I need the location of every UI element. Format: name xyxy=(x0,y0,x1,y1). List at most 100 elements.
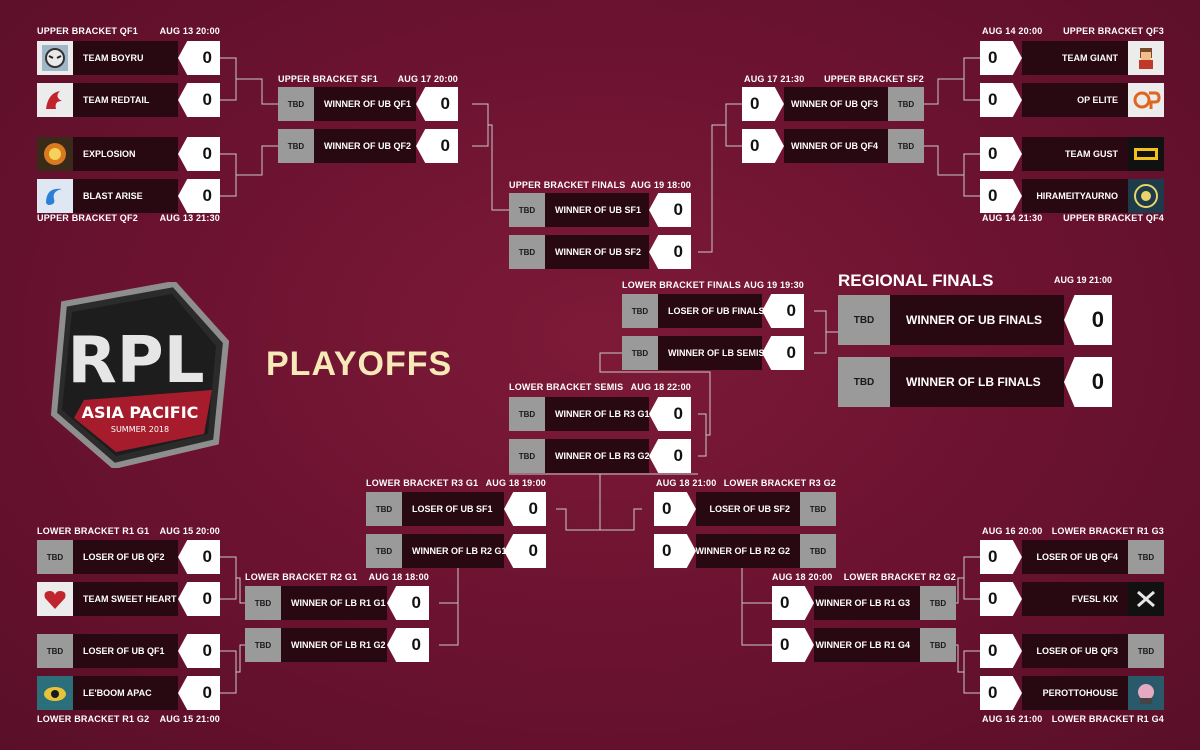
match-row-winner-lb-finals[interactable]: TBD WINNER OF LB FINALS 0 xyxy=(838,357,1112,407)
team-score: 0 xyxy=(178,137,220,171)
team-score: 0 xyxy=(504,492,546,526)
team-score: 0 xyxy=(387,586,429,620)
team-name: WINNER OF UB SF2 xyxy=(545,235,649,269)
team-score: 0 xyxy=(504,534,546,568)
team-score: 0 xyxy=(772,628,814,662)
team-score: 0 xyxy=(649,193,691,227)
match-row-blast-arise[interactable]: BLAST ARISE 0 xyxy=(37,179,220,213)
tbd-badge: TBD xyxy=(509,397,545,431)
team-logo xyxy=(1128,179,1164,213)
team-score: 0 xyxy=(980,83,1022,117)
match-row-team-giant[interactable]: TEAM GIANT 0 xyxy=(980,41,1164,75)
match-row-team-sweet-heart[interactable]: TEAM SWEET HEART 0 xyxy=(37,582,220,616)
match-row-winner-ub-finals[interactable]: TBD WINNER OF UB FINALS 0 xyxy=(838,295,1112,345)
team-logo xyxy=(1128,83,1164,117)
team-score: 0 xyxy=(178,83,220,117)
team-score: 0 xyxy=(178,676,220,710)
tbd-badge: TBD xyxy=(509,235,545,269)
team-name: TEAM REDTAIL xyxy=(73,83,178,117)
match-row-team-boyru[interactable]: TEAM BOYRU 0 xyxy=(37,41,220,75)
tbd-badge: TBD xyxy=(888,87,924,121)
tbd-badge: TBD xyxy=(278,87,314,121)
wave-logo-icon xyxy=(46,188,62,205)
team-score: 0 xyxy=(980,582,1022,616)
match-row-team-gust[interactable]: TEAM GUST 0 xyxy=(980,137,1164,171)
match-row-winner-ub-qf3[interactable]: TBD WINNER OF UB QF3 0 xyxy=(742,87,924,121)
team-name: WINNER OF UB QF2 xyxy=(314,129,416,163)
team-score: 0 xyxy=(1064,295,1112,345)
team-name: WINNER OF LB R2 G2 xyxy=(695,534,800,568)
team-name: EXPLOSION xyxy=(73,137,178,171)
match-row-winner-ub-qf2[interactable]: TBD WINNER OF UB QF2 0 xyxy=(278,129,458,163)
match-row-perottohouse[interactable]: PEROTTOHOUSE 0 xyxy=(980,676,1164,710)
team-score: 0 xyxy=(742,87,784,121)
regional-finals-header: REGIONAL FINALS AUG 19 21:00 xyxy=(838,271,1112,291)
team-name: WINNER OF LB R3 G1 xyxy=(545,397,650,431)
tbd-badge: TBD xyxy=(838,357,890,407)
match-row-hirameityaurno[interactable]: HIRAMEITYAURNO 0 xyxy=(980,179,1164,213)
match-row-op-elite[interactable]: OP ELITE 0 xyxy=(980,83,1164,117)
match-row-loser-ub-qf2[interactable]: TBD LOSER OF UB QF2 0 xyxy=(37,540,220,574)
match-row-winner-lb-r1-g3[interactable]: TBD WINNER OF LB R1 G3 0 xyxy=(772,586,956,620)
team-name: TEAM BOYRU xyxy=(73,41,178,75)
rpl-asia-pacific-logo: RPL ASIA PACIFIC SUMMER 2018 xyxy=(44,280,234,473)
op-logo-icon xyxy=(1133,91,1161,109)
match-row-loser-ub-sf2[interactable]: TBD LOSER OF UB SF2 0 xyxy=(654,492,836,526)
match-row-winner-lb-r2-g1[interactable]: TBD WINNER OF LB R2 G1 0 xyxy=(366,534,546,568)
team-name: TEAM GUST xyxy=(1022,137,1128,171)
match-row-winner-lb-r1-g2[interactable]: TBD WINNER OF LB R1 G2 0 xyxy=(245,628,429,662)
team-name: WINNER OF LB SEMIS xyxy=(658,336,765,370)
team-name: WINNER OF UB QF3 xyxy=(784,87,888,121)
match-row-loser-ub-qf1[interactable]: TBD LOSER OF UB QF1 0 xyxy=(37,634,220,668)
match-row-loser-ub-sf1[interactable]: TBD LOSER OF UB SF1 0 xyxy=(366,492,546,526)
team-logo xyxy=(37,83,73,117)
logo-season-text: SUMMER 2018 xyxy=(111,425,169,434)
match-row-team-redtail[interactable]: TEAM REDTAIL 0 xyxy=(37,83,220,117)
pixel-giant-logo-icon xyxy=(1139,48,1153,69)
match-row-winner-ub-qf4[interactable]: TBD WINNER OF UB QF4 0 xyxy=(742,129,924,163)
team-score: 0 xyxy=(980,634,1022,668)
match-row-winner-ub-qf1[interactable]: TBD WINNER OF UB QF1 0 xyxy=(278,87,458,121)
tbd-badge: TBD xyxy=(1128,634,1164,668)
match-row-winner-lb-r3-g2[interactable]: TBD WINNER OF LB R3 G2 0 xyxy=(509,439,691,473)
sweetheart-logo-icon xyxy=(44,591,66,609)
team-score: 0 xyxy=(742,129,784,163)
team-name: WINNER OF UB QF1 xyxy=(314,87,416,121)
match-row-explosion[interactable]: EXPLOSION 0 xyxy=(37,137,220,171)
team-score: 0 xyxy=(980,41,1022,75)
team-name: OP ELITE xyxy=(1022,83,1128,117)
match-row-loser-ub-qf4[interactable]: TBD LOSER OF UB QF4 0 xyxy=(980,540,1164,574)
match-row-winner-ub-sf1[interactable]: TBD WINNER OF UB SF1 0 xyxy=(509,193,691,227)
match-row-winner-lb-semis[interactable]: TBD WINNER OF LB SEMIS 0 xyxy=(622,336,804,370)
logo-main-text: RPL xyxy=(68,324,205,398)
kix-logo-icon xyxy=(1137,590,1155,608)
logo-sub-text: ASIA PACIFIC xyxy=(82,403,199,422)
team-name: WINNER OF LB R1 G4 xyxy=(814,628,920,662)
match-row-winner-ub-sf2[interactable]: TBD WINNER OF UB SF2 0 xyxy=(509,235,691,269)
team-logo xyxy=(37,582,73,616)
match-row-winner-lb-r3-g1[interactable]: TBD WINNER OF LB R3 G1 0 xyxy=(509,397,691,431)
match-row-winner-lb-r1-g1[interactable]: TBD WINNER OF LB R1 G1 0 xyxy=(245,586,429,620)
leboom-logo-icon xyxy=(44,687,66,701)
team-score: 0 xyxy=(654,534,696,568)
team-name: WINNER OF UB SF1 xyxy=(545,193,649,227)
team-name: TEAM SWEET HEART xyxy=(73,582,178,616)
match-row-winner-lb-r1-g4[interactable]: TBD WINNER OF LB R1 G4 0 xyxy=(772,628,956,662)
match-row-winner-lb-r2-g2[interactable]: TBD WINNER OF LB R2 G2 0 xyxy=(654,534,836,568)
match-row-leboom-apac[interactable]: LE'BOOM APAC 0 xyxy=(37,676,220,710)
match-row-loser-ub-finals[interactable]: TBD LOSER OF UB FINALS 0 xyxy=(622,294,804,328)
match-row-loser-ub-qf3[interactable]: TBD LOSER OF UB QF3 0 xyxy=(980,634,1164,668)
team-name: TEAM GIANT xyxy=(1022,41,1128,75)
team-name: WINNER OF UB FINALS xyxy=(890,295,1064,345)
match-row-fvesl-kix[interactable]: FVESL KIX 0 xyxy=(980,582,1164,616)
team-logo xyxy=(1128,676,1164,710)
